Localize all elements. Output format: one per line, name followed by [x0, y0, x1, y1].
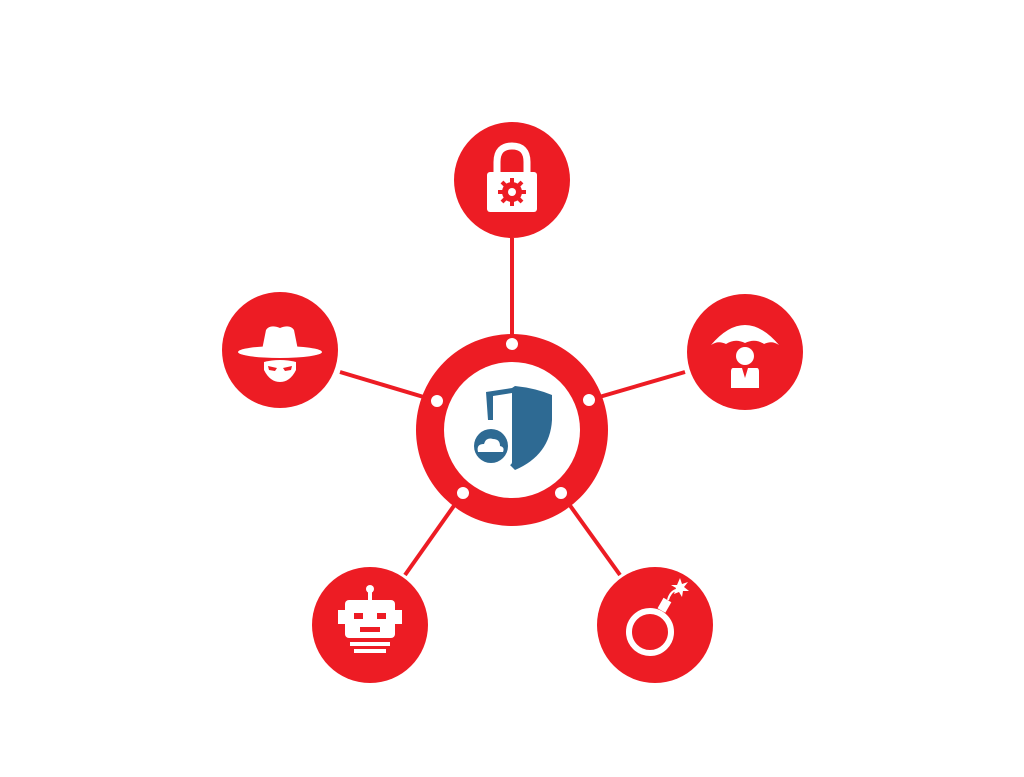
node-right [687, 294, 803, 410]
node-left [222, 292, 338, 408]
connector-bottom-left [403, 491, 465, 577]
node-top [454, 122, 570, 238]
connector-bottom-right [559, 491, 622, 577]
shield-cloud-icon [474, 386, 552, 470]
robot-icon [338, 585, 402, 653]
connector-right [588, 370, 686, 402]
hub-ports [427, 334, 599, 503]
node-bottom-left [312, 567, 428, 683]
connector-left [339, 370, 438, 403]
hub [416, 334, 608, 526]
node-bottom-right [597, 567, 713, 683]
port-bottom-left [453, 483, 473, 503]
padlock-gear-icon [487, 142, 537, 212]
port-left [427, 391, 447, 411]
bomb-icon [626, 578, 689, 656]
connector-lines [339, 238, 686, 577]
port-right [579, 390, 599, 410]
umbrella-person-icon [711, 325, 779, 388]
port-top [502, 334, 522, 354]
spy-hat-icon [238, 326, 322, 382]
port-bottom-right [551, 483, 571, 503]
